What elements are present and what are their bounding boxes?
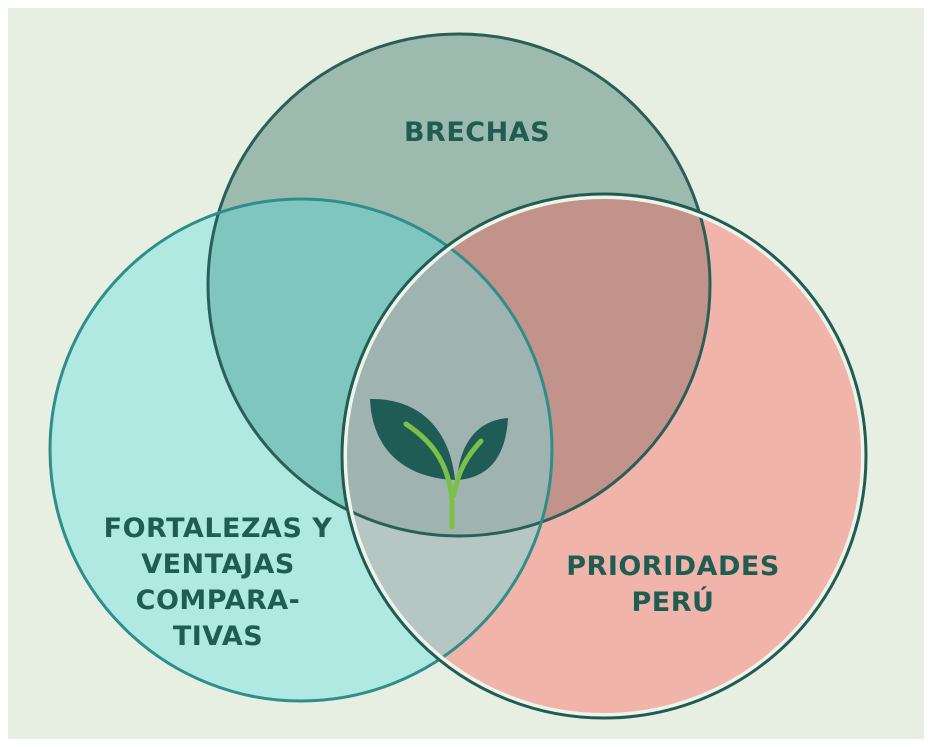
label-fortalezas: FORTALEZAS Y VENTAJAS COMPARA- TIVAS [104,513,333,652]
sprout-icon [370,398,508,530]
outline-prioridades [340,192,868,720]
label-prioridades: PRIORIDADES PERÚ [566,551,780,618]
svg-text:FORTALEZAS Y: FORTALEZAS Y [104,513,333,544]
svg-text:PRIORIDADES: PRIORIDADES [566,551,780,582]
overlap-center [345,199,552,536]
outline-fortalezas [48,197,554,703]
inner-outline-prioridades [343,195,865,717]
svg-text:PERÚ: PERÚ [632,586,715,618]
svg-text:TIVAS: TIVAS [173,621,263,652]
svg-text:VENTAJAS: VENTAJAS [141,549,295,580]
label-brechas: BRECHAS [404,117,550,148]
outline-brechas [206,32,712,538]
svg-text:COMPARA-: COMPARA- [136,585,301,616]
